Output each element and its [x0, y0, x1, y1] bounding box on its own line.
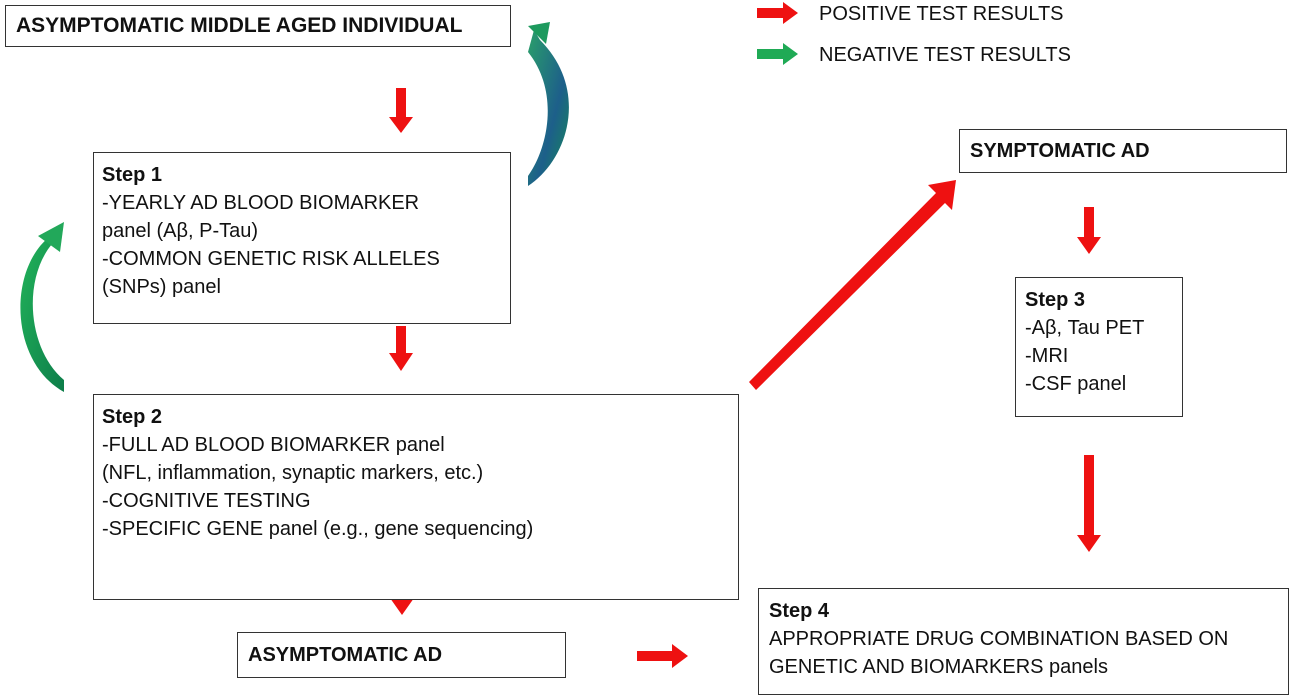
- step3-line: -Aβ, Tau PET: [1025, 317, 1145, 339]
- arrow-symptomatic-to-step3-icon: [1077, 207, 1101, 254]
- legend-negative-arrow-icon: [757, 43, 798, 65]
- step4-line: GENETIC AND BIOMARKERS panels: [769, 656, 1108, 678]
- box-asymptomatic-ad: ASYMPTOMATIC AD: [237, 632, 566, 678]
- box-step3: Step 3 -Aβ, Tau PET -MRI -CSF panel: [1015, 277, 1183, 417]
- arrow-step2-back-to-step1-icon: [20, 222, 64, 392]
- arrow-step1-back-to-individual-icon: [528, 22, 569, 186]
- step2-line: -COGNITIVE TESTING: [102, 490, 311, 512]
- step3-title: Step 3: [1025, 289, 1086, 311]
- step2-line: -SPECIFIC GENE panel (e.g., gene sequenc…: [102, 518, 534, 540]
- arrow-step2-to-symptomatic-ad-icon: [749, 180, 956, 390]
- step4-title: Step 4: [769, 600, 830, 622]
- step2-title: Step 2: [102, 406, 163, 428]
- box-step2: Step 2 -FULL AD BLOOD BIOMARKER panel (N…: [93, 394, 739, 600]
- box-step4: Step 4 APPROPRIATE DRUG COMBINATION BASE…: [758, 588, 1289, 695]
- step2-line: (NFL, inflammation, synaptic markers, et…: [102, 462, 484, 484]
- box-title: ASYMPTOMATIC AD: [248, 644, 443, 666]
- step1-title: Step 1: [102, 164, 163, 186]
- box-title: ASYMPTOMATIC MIDDLE AGED INDIVIDUAL: [16, 14, 463, 37]
- arrow-step3-to-step4-icon: [1077, 455, 1101, 552]
- legend-positive-label: POSITIVE TEST RESULTS: [819, 3, 1064, 25]
- legend-positive-arrow-icon: [757, 2, 798, 24]
- box-symptomatic-ad: SYMPTOMATIC AD: [959, 129, 1287, 173]
- arrow-asymptomatic-ad-to-step4-icon: [637, 644, 688, 668]
- step1-line: (SNPs) panel: [102, 276, 221, 298]
- step2-line: -FULL AD BLOOD BIOMARKER panel: [102, 434, 445, 456]
- arrow-step1-to-step2-icon: [389, 326, 413, 371]
- step1-line: panel (Aβ, P-Tau): [102, 220, 259, 242]
- legend-negative-label: NEGATIVE TEST RESULTS: [819, 44, 1071, 66]
- box-title: SYMPTOMATIC AD: [970, 140, 1150, 162]
- box-asymptomatic-middle-aged: ASYMPTOMATIC MIDDLE AGED INDIVIDUAL: [5, 5, 511, 47]
- arrow-individual-to-step1-icon: [389, 88, 413, 133]
- step4-line: APPROPRIATE DRUG COMBINATION BASED ON: [769, 628, 1229, 650]
- step3-line: -MRI: [1025, 345, 1069, 367]
- step1-line: -COMMON GENETIC RISK ALLELES: [102, 248, 440, 270]
- step3-line: -CSF panel: [1025, 373, 1127, 395]
- box-step1: Step 1 -YEARLY AD BLOOD BIOMARKER panel …: [93, 152, 511, 324]
- step1-line: -YEARLY AD BLOOD BIOMARKER: [102, 192, 420, 214]
